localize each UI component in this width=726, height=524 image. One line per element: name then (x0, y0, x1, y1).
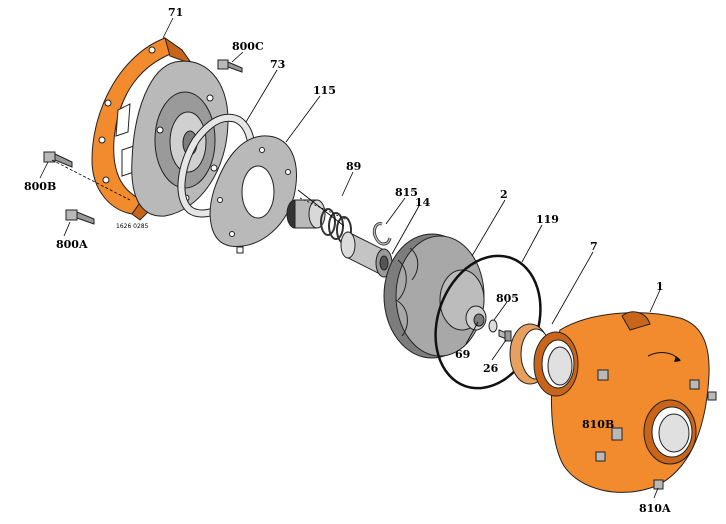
label-73: 73 (270, 58, 285, 71)
label-1: 1 (656, 280, 664, 293)
bolt-800C (217, 59, 243, 73)
part-1-casing (533, 311, 717, 493)
label-119: 119 (536, 213, 559, 226)
label-71: 71 (168, 6, 183, 19)
part-815-retaining-ring (372, 222, 392, 246)
label-7: 7 (590, 240, 598, 253)
label-800B: 800B (24, 180, 56, 193)
leader-lines (39, 17, 661, 499)
part-89-mechanical-seal (286, 199, 352, 244)
part-14-shaft-sleeve (340, 231, 393, 278)
bolt-800B (43, 151, 73, 168)
bracket-face (131, 60, 229, 217)
label-115: 115 (313, 84, 336, 97)
bolt-800A (65, 209, 95, 225)
part-115-seal-plate (209, 135, 297, 254)
label-26: 26 (483, 362, 499, 375)
callout-labels: 71 800C 73 115 89 815 14 2 119 7 1 805 6… (24, 6, 671, 515)
label-800A: 800A (56, 238, 88, 251)
part-805-26-impeller-screw (488, 319, 512, 342)
label-89: 89 (346, 160, 361, 173)
label-805: 805 (496, 292, 519, 305)
label-800C: 800C (232, 40, 264, 53)
label-815: 815 (395, 186, 418, 199)
label-14: 14 (415, 196, 431, 209)
label-2: 2 (500, 188, 508, 201)
drawing-number: 1626 0285 (116, 223, 149, 230)
label-69: 69 (455, 348, 470, 361)
label-810B: 810B (582, 418, 614, 431)
label-810A: 810A (639, 502, 671, 515)
